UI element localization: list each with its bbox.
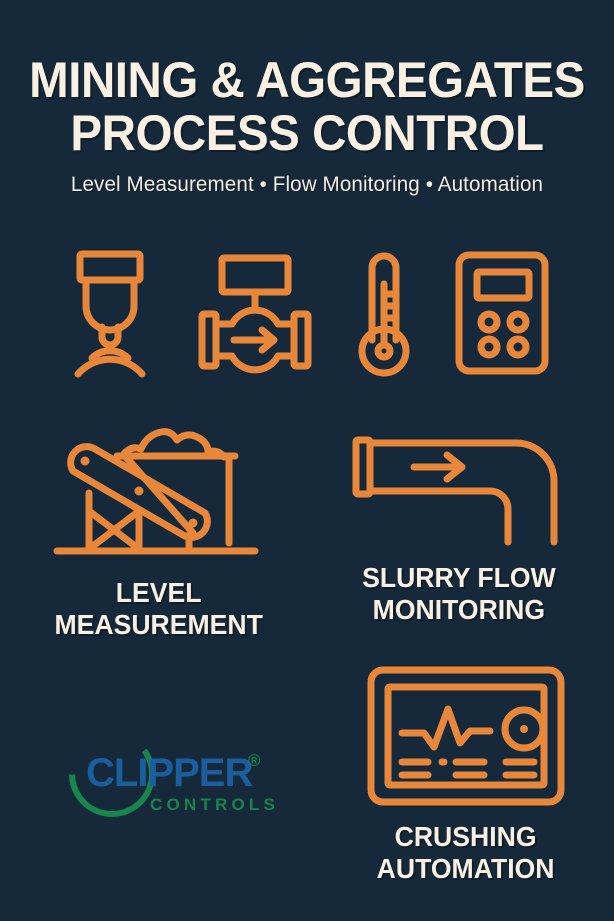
icon-strip bbox=[0, 243, 614, 383]
icon-cell-radar bbox=[64, 248, 156, 378]
feature-slurry-label: SLURRY FLOW MONITORING bbox=[362, 562, 556, 627]
feature-crush-label-line-2: AUTOMATION bbox=[377, 853, 555, 885]
slurry-pipe-elbow-icon bbox=[352, 436, 558, 546]
clipper-controls-logo: CLIPPER ® CONTROLS bbox=[69, 731, 279, 817]
flow-meter-valve-icon bbox=[198, 254, 312, 374]
feature-level-measurement: LEVEL MEASUREMENT bbox=[14, 415, 304, 642]
feature-slurry-label-line-2: MONITORING bbox=[372, 594, 546, 626]
feature-crush-label-line-1: CRUSHING bbox=[395, 821, 537, 852]
feature-level-label: LEVEL MEASUREMENT bbox=[55, 577, 263, 642]
thermometer-icon bbox=[358, 252, 410, 377]
radar-level-sensor-icon bbox=[74, 250, 146, 378]
logo-tagline: CONTROLS bbox=[150, 795, 279, 814]
page-subtitle: Level Measurement • Flow Monitoring • Au… bbox=[70, 172, 544, 196]
icon-cell-controller bbox=[454, 250, 550, 376]
feature-level-label-line-1: LEVEL bbox=[116, 577, 202, 608]
icon-cell-thermometer bbox=[354, 248, 414, 378]
poster-header: MINING & AGGREGATES PROCESS CONTROL Leve… bbox=[0, 54, 614, 197]
page-title-line-2: PROCESS CONTROL bbox=[70, 105, 544, 161]
page-title-line-1: MINING & AGGREGATES bbox=[29, 52, 585, 108]
logo-registered-mark: ® bbox=[248, 751, 261, 770]
hmi-panel-icon bbox=[367, 666, 565, 806]
feature-slurry-label-line-1: SLURRY FLOW bbox=[362, 562, 556, 593]
feature-crush-label: CRUSHING AUTOMATION bbox=[377, 821, 555, 886]
brand-logo: CLIPPER ® CONTROLS bbox=[52, 722, 282, 826]
conveyor-belt-icon bbox=[53, 428, 259, 555]
controller-keypad-icon bbox=[455, 251, 549, 375]
feature-level-label-line-2: MEASUREMENT bbox=[54, 609, 264, 641]
icon-cell-flow-meter bbox=[196, 252, 314, 374]
logo-ring-icon bbox=[69, 731, 155, 817]
logo-wordmark: CLIPPER bbox=[86, 751, 253, 795]
feature-slurry-flow: SLURRY FLOW MONITORING bbox=[318, 430, 600, 627]
feature-crushing-automation: CRUSHING AUTOMATION bbox=[330, 665, 602, 886]
